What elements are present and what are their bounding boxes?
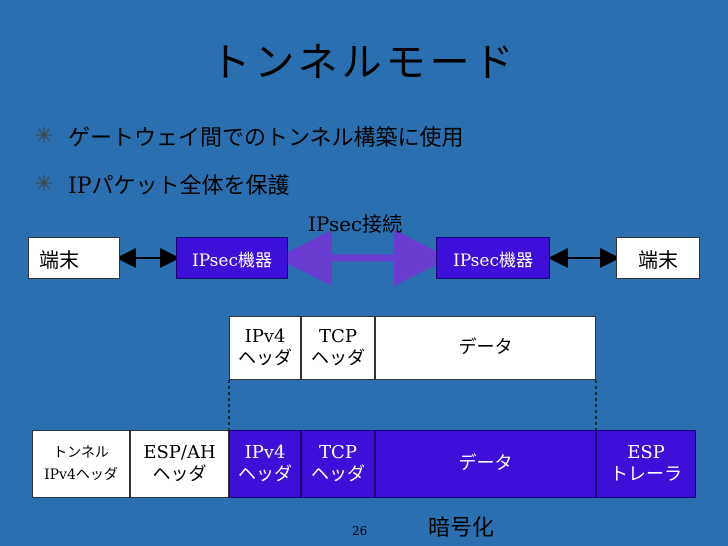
enc-ipv4-line2: ヘッダ [238,464,292,485]
orig-ipv4-line2: ヘッダ [238,348,292,369]
esp-trailer-line2: トレーラ [610,464,682,485]
slide-title: トンネルモード [210,40,518,86]
enc-tcp-line2: ヘッダ [311,464,365,485]
bullet-1-text: ゲートウェイ間でのトンネル構築に使用 [68,126,464,151]
ipsec-device-left: IPsec機器 [176,237,288,279]
enc-tcp-header: TCP ヘッダ [301,430,375,498]
tunnel-ipv4-header: トンネル IPv4ヘッダ [32,430,130,498]
bullet-star-icon: ✳ [34,171,54,197]
bullet-star-icon: ✳ [34,123,54,149]
page-number: 26 [352,524,368,538]
esp-ah-line1: ESP/AH [143,441,216,463]
enc-tcp-line1: TCP [319,441,357,463]
enc-ipv4-line1: IPv4 [244,441,286,463]
enc-ipv4-header: IPv4 ヘッダ [229,430,301,498]
encryption-label: 暗号化 [428,516,495,541]
enc-data: データ [375,430,596,498]
esp-ah-line2: ヘッダ [152,464,207,485]
esp-trailer-line1: ESP [627,441,665,463]
bullet-2: ✳ IPパケット全体を保護 [34,168,290,200]
ipsec-connection-label: IPsec接続 [308,212,403,236]
bullet-1: ✳ ゲートウェイ間でのトンネル構築に使用 [34,120,464,152]
esp-trailer: ESP トレーラ [596,430,696,498]
bullet-2-text: IPパケット全体を保護 [68,174,290,199]
orig-data: データ [375,316,596,380]
esp-ah-header: ESP/AH ヘッダ [130,430,229,498]
orig-ipv4-line1: IPv4 [244,325,286,347]
terminal-left: 端末 [28,237,120,279]
orig-tcp-line2: ヘッダ [311,348,365,369]
orig-tcp-line1: TCP [319,325,357,347]
tunnel-line1: トンネル [53,444,109,461]
tunnel-line2: IPv4ヘッダ [44,467,118,483]
orig-ipv4-header: IPv4 ヘッダ [229,316,301,380]
terminal-right: 端末 [616,237,700,279]
ipsec-device-right: IPsec機器 [436,237,550,279]
orig-tcp-header: TCP ヘッダ [301,316,375,380]
